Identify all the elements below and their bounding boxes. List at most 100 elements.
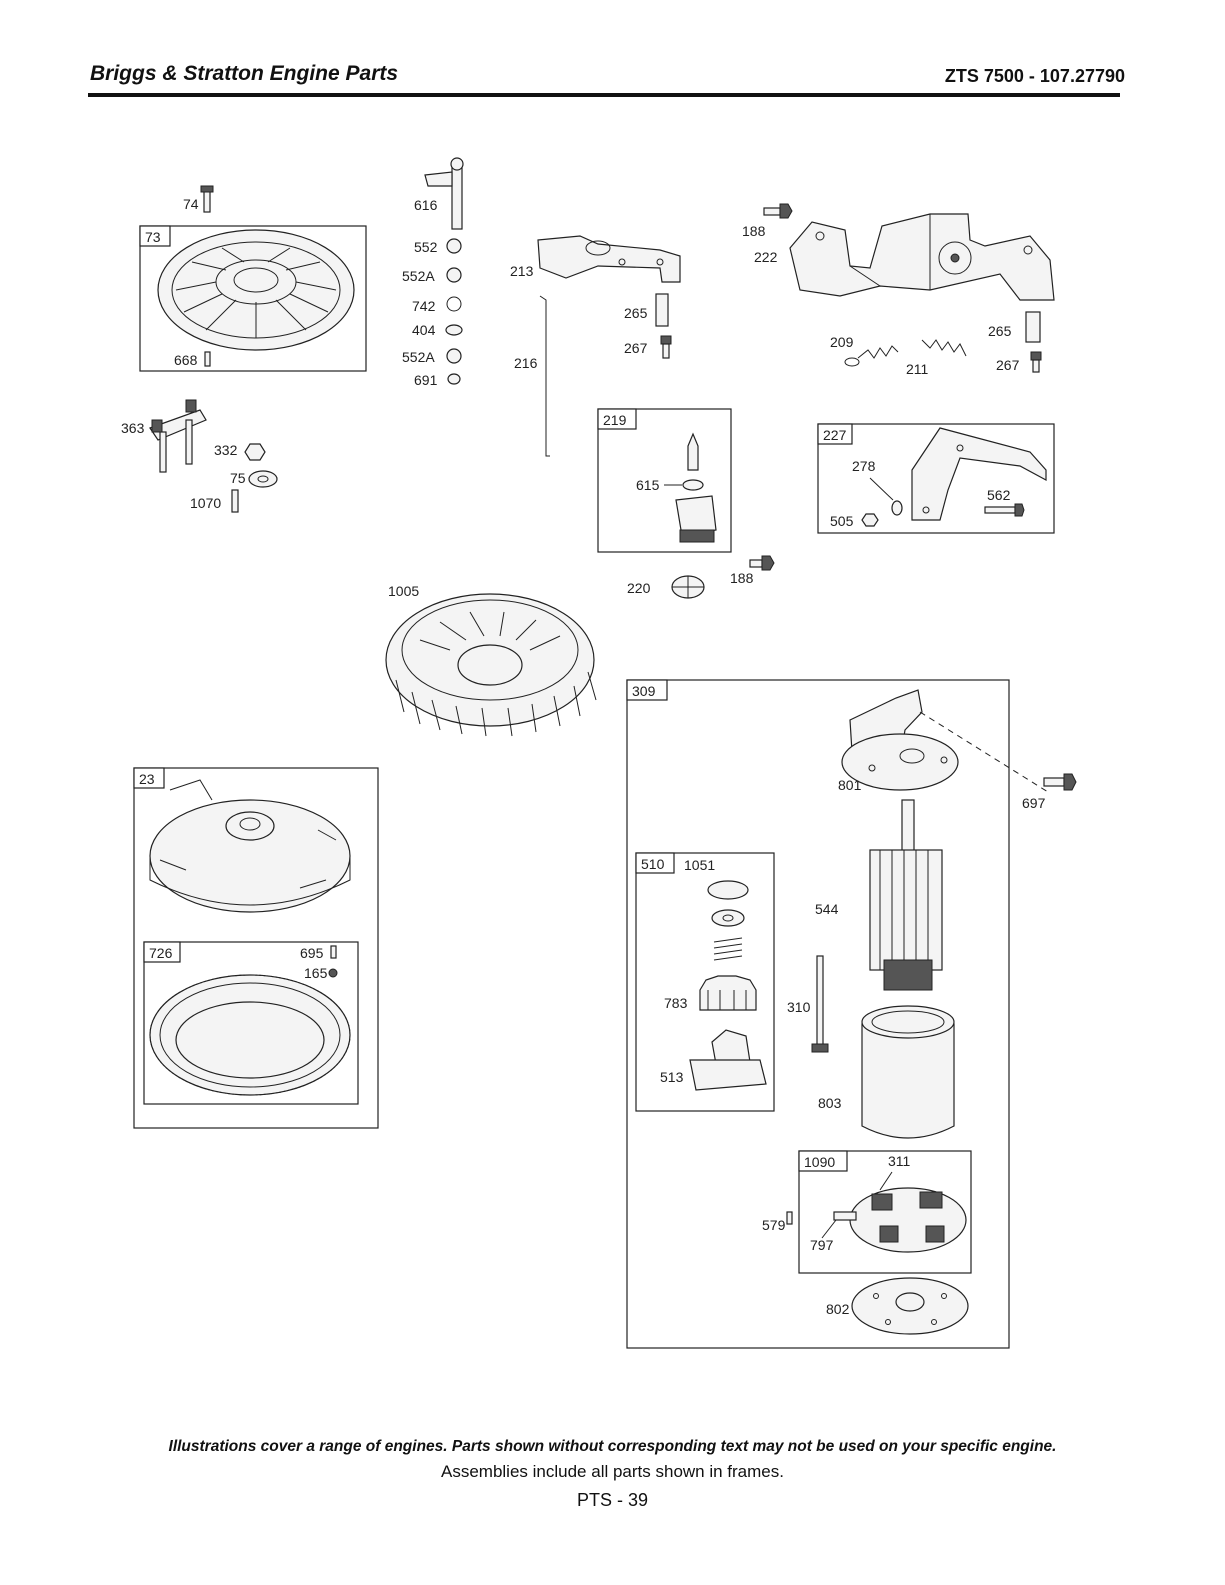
part-label-1070: 1070 (190, 495, 221, 511)
starter-bracket-801 (841, 689, 959, 791)
frame-73: 73 (139, 225, 367, 372)
part-label-668: 668 (174, 352, 198, 368)
cap-691 (447, 373, 461, 385)
screw-188-top (763, 203, 793, 219)
part-label-209: 209 (830, 334, 854, 350)
leader-697 (919, 711, 1049, 793)
part-label-267-left: 267 (624, 340, 648, 356)
nut-332 (244, 443, 266, 461)
part-label-363: 363 (121, 420, 145, 436)
spring-211 (921, 339, 967, 357)
screw-1070 (231, 489, 239, 513)
screw-74 (200, 185, 214, 213)
part-label-803: 803 (818, 1095, 842, 1111)
flywheel-fan-1005 (385, 593, 597, 737)
bracket-363 (149, 399, 207, 473)
part-label-552a-top: 552A (402, 268, 435, 284)
parts-diagram: 73 74 668 363 332 75 1070 616 552 552A 7… (121, 157, 1077, 1349)
leader-311 (879, 1171, 893, 1191)
frame-label-1090: 1090 (804, 1154, 835, 1170)
leader-278 (869, 477, 894, 501)
part-label-513: 513 (660, 1069, 684, 1085)
part-label-615: 615 (636, 477, 660, 493)
part-label-188-top: 188 (742, 223, 766, 239)
screw-697 (1043, 773, 1077, 791)
part-label-1005: 1005 (388, 583, 419, 599)
part-label-1051: 1051 (684, 857, 715, 873)
page-title: Briggs & Stratton Engine Parts (90, 62, 399, 85)
part-label-265-right: 265 (988, 323, 1012, 339)
armature-544 (869, 799, 943, 991)
spring-209 (844, 345, 899, 367)
screw-267-left (660, 335, 672, 359)
frame-label-23: 23 (139, 771, 155, 787)
part-label-332: 332 (214, 442, 238, 458)
bushing-552 (446, 238, 462, 254)
part-label-310: 310 (787, 999, 811, 1015)
washer-404 (445, 324, 463, 336)
part-label-544: 544 (815, 901, 839, 917)
pin-695 (330, 945, 337, 959)
part-label-801: 801 (838, 777, 862, 793)
clip-265-left (655, 293, 669, 327)
part-label-75: 75 (230, 470, 246, 486)
governor-shaft-616 (424, 157, 464, 230)
frame-309: 309 (626, 679, 1010, 1349)
part-label-691: 691 (414, 372, 438, 388)
part-label-265-left: 265 (624, 305, 648, 321)
part-label-742: 742 (412, 298, 436, 314)
part-label-695: 695 (300, 945, 324, 961)
frame-label-510: 510 (641, 856, 665, 872)
part-label-505: 505 (830, 513, 854, 529)
part-label-267-right: 267 (996, 357, 1020, 373)
motor-housing-803 (861, 1005, 955, 1139)
part-label-783: 783 (664, 995, 688, 1011)
part-label-562: 562 (987, 487, 1011, 503)
part-label-552a-bottom: 552A (402, 349, 435, 365)
model-number: ZTS 7500 - 107.27790 (944, 66, 1125, 86)
part-label-213: 213 (510, 263, 534, 279)
part-label-220: 220 (627, 580, 651, 596)
assemblies-note: Assemblies include all parts shown in fr… (441, 1462, 784, 1481)
seal-552a-top (446, 267, 462, 283)
part-label-616: 616 (414, 197, 438, 213)
frame-label-726: 726 (149, 945, 173, 961)
part-label-216: 216 (514, 355, 538, 371)
part-label-211: 211 (906, 361, 929, 377)
part-label-222: 222 (754, 249, 778, 265)
governor-lever-213 (537, 235, 681, 283)
washer-75 (248, 470, 278, 488)
frame-23: 23 (133, 767, 379, 1129)
header-rule (88, 93, 1120, 97)
part-label-552: 552 (414, 239, 438, 255)
part-label-311: 311 (888, 1153, 911, 1169)
bolt-310 (811, 955, 829, 1053)
part-label-579: 579 (762, 1217, 786, 1233)
part-label-278: 278 (852, 458, 876, 474)
governor-link-216 (539, 295, 550, 457)
part-label-797: 797 (810, 1237, 834, 1253)
frame-label-227: 227 (823, 427, 847, 443)
control-bracket-222 (789, 213, 1055, 301)
frame-219: 219 (597, 408, 732, 553)
page-number: PTS - 39 (576, 1490, 649, 1510)
part-label-165: 165 (304, 965, 328, 981)
disclaimer-text: Illustrations cover a range of engines. … (168, 1438, 1057, 1455)
frame-510: 510 (635, 852, 775, 1112)
seal-552a-bottom (446, 348, 462, 364)
part-label-74: 74 (183, 196, 199, 212)
frame-label-309: 309 (632, 683, 656, 699)
screw-267-right (1030, 351, 1042, 373)
frame-label-219: 219 (603, 412, 627, 428)
part-label-697: 697 (1022, 795, 1046, 811)
frame-label-73: 73 (145, 229, 161, 245)
part-label-404: 404 (412, 322, 436, 338)
frame-726: 726 (143, 941, 359, 1105)
clip-265-right (1025, 311, 1041, 343)
rivet-165 (328, 968, 338, 978)
gear-220 (671, 575, 705, 599)
clip-668 (204, 351, 211, 367)
screw-188-bottom (749, 555, 775, 571)
leader-797 (821, 1219, 837, 1239)
part-label-802: 802 (826, 1301, 850, 1317)
